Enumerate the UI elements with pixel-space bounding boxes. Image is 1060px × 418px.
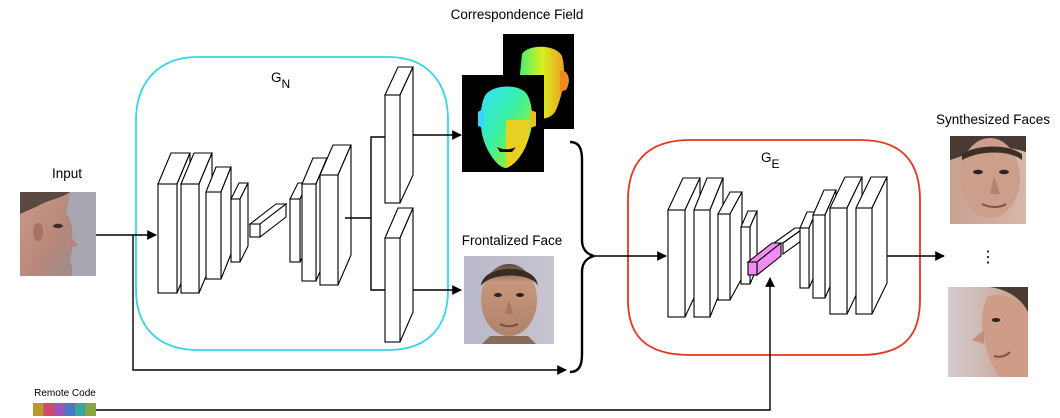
correspondence-field-image-front bbox=[462, 75, 544, 172]
remote-code-bar bbox=[33, 403, 96, 416]
ge-encoder-layer-3 bbox=[717, 191, 743, 301]
gn-bottleneck bbox=[248, 202, 288, 239]
gn-label-sub: N bbox=[282, 77, 291, 91]
ge-label-sub: E bbox=[772, 157, 780, 171]
remote-code-segment bbox=[54, 403, 65, 416]
gn-output-head-frontal bbox=[384, 207, 414, 343]
gn-label-main: G bbox=[271, 70, 282, 85]
correspondence-field-label: Correspondence Field bbox=[451, 7, 584, 22]
gn-decoder-layer-3 bbox=[319, 144, 352, 286]
remote-code-arrow bbox=[96, 277, 775, 411]
gn-encoder-layers bbox=[157, 152, 288, 294]
remote-code-segment bbox=[43, 403, 54, 416]
gn-encoder-layer-3 bbox=[205, 166, 232, 280]
input-face-image bbox=[20, 192, 96, 276]
synthesized-faces-ellipsis: ⋮ bbox=[980, 249, 996, 266]
frontalized-face-label: Frontalized Face bbox=[462, 233, 563, 248]
remote-code-segment bbox=[75, 403, 86, 416]
ge-encoder-layers bbox=[667, 177, 806, 318]
ge-label-main: G bbox=[761, 150, 772, 165]
input-label: Input bbox=[52, 166, 82, 181]
remote-code-segment bbox=[64, 403, 75, 416]
remote-code-segment bbox=[85, 403, 96, 416]
gn-split-line-upper bbox=[370, 136, 385, 291]
ge-bottleneck-highlight bbox=[746, 241, 783, 277]
remote-code-segment bbox=[33, 403, 44, 416]
remote-code-label: Remote Code bbox=[34, 388, 96, 399]
synthesized-face-image-2 bbox=[948, 287, 1028, 377]
gn-decoder-layers bbox=[289, 144, 352, 286]
ge-decoder-layer-4 bbox=[855, 176, 888, 315]
ge-network-outline bbox=[627, 139, 921, 356]
input-skip-arrow bbox=[132, 235, 567, 375]
gn-encoder-layer-4 bbox=[230, 182, 249, 263]
synthesized-faces-label: Synthesized Faces bbox=[936, 112, 1050, 127]
merge-brace bbox=[569, 140, 595, 374]
ge-decoder-layers bbox=[799, 176, 888, 315]
gn-label: GN bbox=[271, 70, 290, 91]
gn-network-outline bbox=[135, 56, 449, 351]
frontalized-face-image bbox=[464, 256, 554, 344]
synthesized-face-image-1 bbox=[950, 136, 1026, 224]
ge-label: GE bbox=[761, 150, 780, 171]
gn-output-head-correspondence bbox=[384, 66, 414, 204]
